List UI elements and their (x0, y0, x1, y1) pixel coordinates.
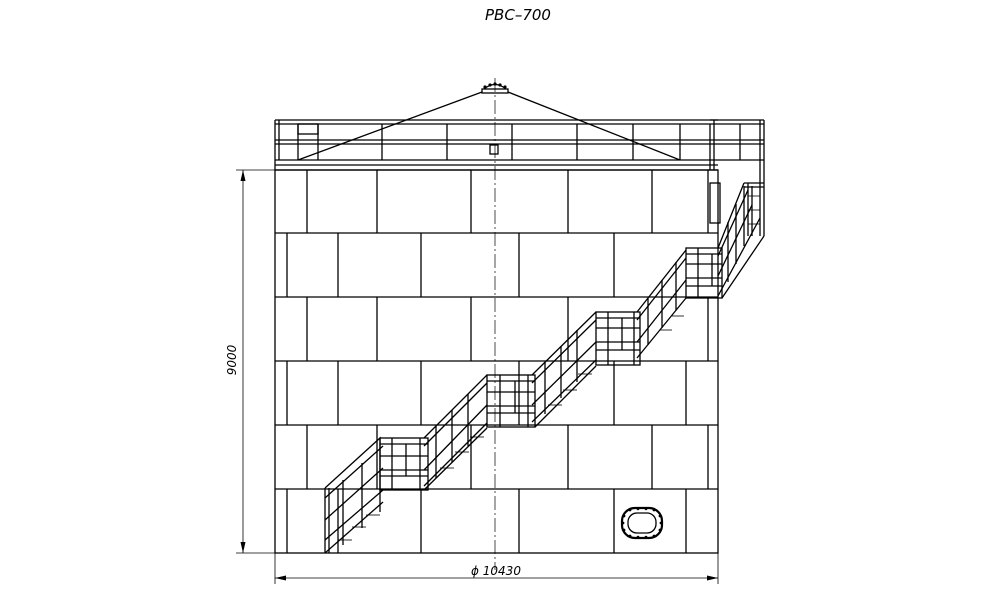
roof-railing (274, 119, 718, 171)
diameter-dimension: ϕ 10430 (274, 553, 719, 584)
roof-cone (297, 82, 681, 161)
stair-landing-4 (685, 247, 723, 299)
diameter-dimension-label: ϕ 10430 (471, 564, 521, 578)
stair-flight-2 (423, 374, 488, 491)
stair-landing-2 (486, 374, 536, 428)
drawing-title: РВС–700 (485, 6, 551, 24)
manhole (620, 506, 664, 540)
staircase (324, 182, 765, 554)
stair-landing-3 (595, 311, 641, 366)
stair-landing-1 (379, 437, 429, 491)
height-dimension-label: 9000 (225, 344, 239, 375)
stair-flight-3 (531, 311, 597, 428)
stair-flight-5 (717, 182, 765, 299)
top-landing-platform (709, 119, 765, 236)
stair-flight-4 (636, 249, 687, 359)
height-dimension: 9000 (225, 169, 275, 554)
tank-shell (274, 169, 719, 554)
stair-flight-1 (324, 436, 384, 554)
